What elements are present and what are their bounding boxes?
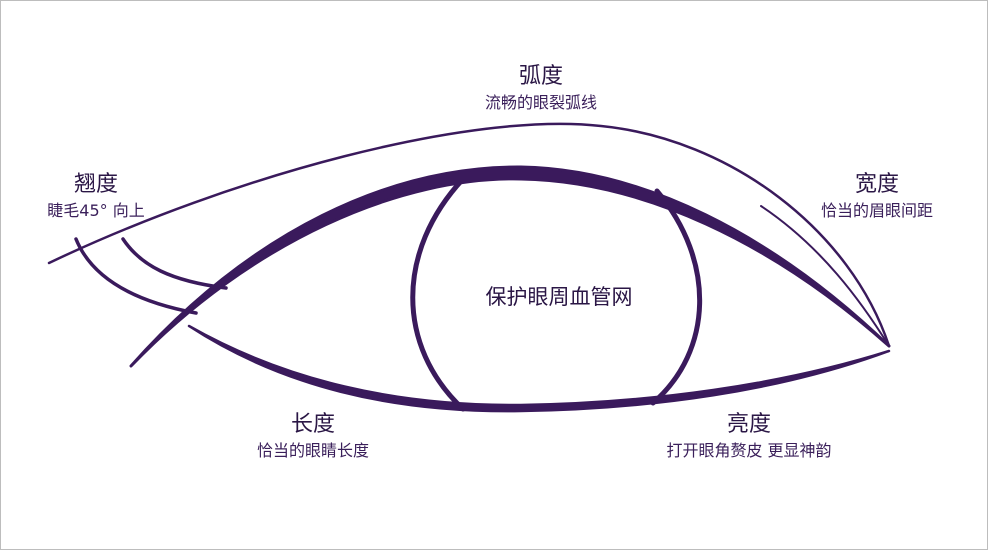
label-brightness: 亮度 打开眼角赘皮 更显神韵 [666, 411, 831, 461]
label-length: 长度 恰当的眼睛长度 [257, 411, 369, 461]
width-title: 宽度 [854, 172, 900, 197]
center-label: 保护眼周血管网 [485, 285, 633, 309]
label-arc: 弧度 流畅的眼裂弧线 [485, 63, 597, 113]
outer-lid-arc [47, 122, 891, 348]
lift-subtitle: 睫毛45° 向上 [47, 200, 145, 220]
label-lift: 翘度 睫毛45° 向上 [47, 171, 144, 221]
length-subtitle: 恰当的眼睛长度 [256, 440, 370, 460]
iris-left [410, 176, 466, 412]
label-width: 宽度 恰当的眉眼间距 [821, 171, 933, 221]
arc-subtitle: 流畅的眼裂弧线 [484, 92, 598, 112]
eyelash-2 [121, 237, 228, 290]
upper-eyelid [129, 165, 891, 368]
eyelash-1 [74, 237, 198, 315]
lower-eyelid [187, 324, 891, 413]
brightness-subtitle: 打开眼角赘皮 更显神韵 [666, 440, 832, 460]
brightness-title: 亮度 [726, 412, 771, 437]
length-title: 长度 [290, 412, 336, 437]
lift-title: 翘度 [73, 172, 119, 197]
iris-right [650, 188, 703, 406]
arc-title: 弧度 [518, 64, 564, 89]
inner-lid-arc-right [760, 205, 890, 347]
width-subtitle: 恰当的眉眼间距 [820, 200, 934, 220]
